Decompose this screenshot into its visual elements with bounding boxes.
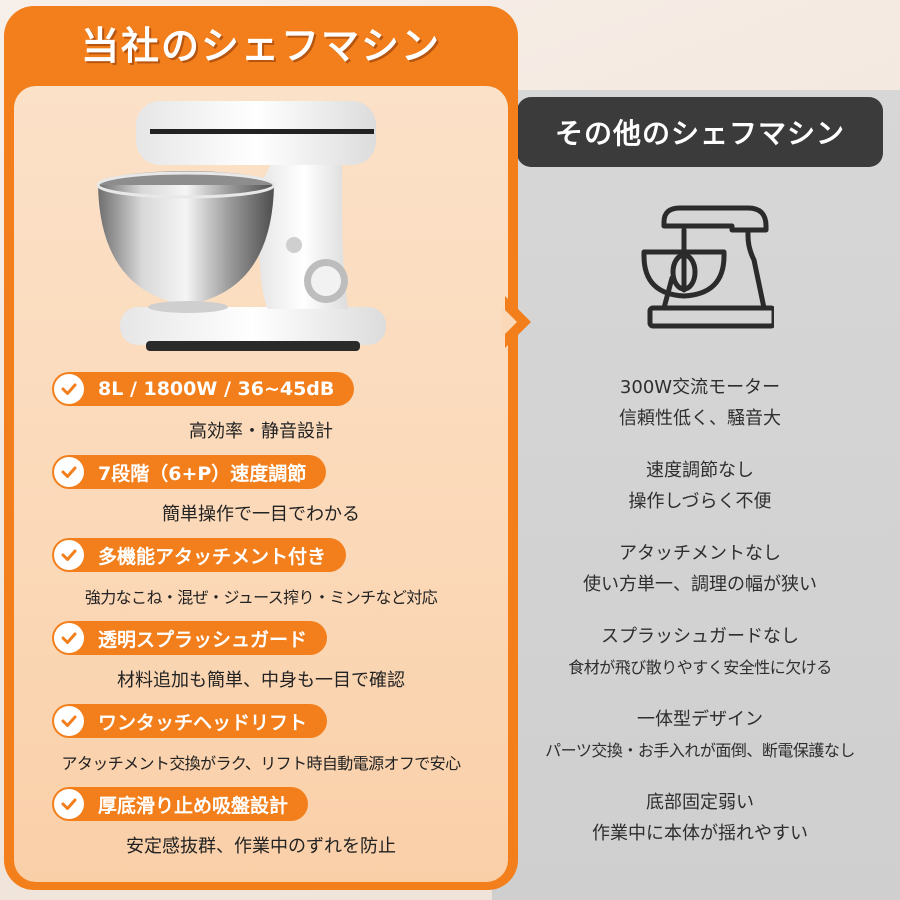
our-feature-list: 8L / 1800W / 36~45dB 高効率・静音設計 7段階（6+P）速度…	[4, 372, 518, 870]
stand-mixer-icon	[641, 205, 774, 329]
stand-mixer-product-image	[96, 101, 386, 351]
feature-desc: 簡単操作で一目でわかる	[162, 504, 360, 525]
feature-label: 8L / 1800W / 36~45dB	[98, 378, 335, 400]
comparison-arrow-inner	[502, 307, 517, 337]
other-item-desc: 食材が飛び散りやすく安全性に欠ける	[568, 658, 832, 677]
feature-badge: 7段階（6+P）速度調節	[52, 455, 327, 489]
other-item-title: 速度調節なし	[646, 460, 754, 481]
feature-label: 多機能アタッチメント付き	[98, 545, 327, 568]
other-item-desc: パーツ交換・お手入れが面倒、断電保護なし	[545, 741, 855, 760]
other-item-title: 300W交流モーター	[619, 377, 781, 398]
feature-desc: 安定感抜群、作業中のずれを防止	[126, 836, 396, 857]
feature-badge: 多機能アタッチメント付き	[52, 538, 347, 572]
other-item-desc: 操作しづらく不便	[628, 491, 772, 512]
feature-badge: 厚底滑り止め吸盤設計	[52, 787, 309, 821]
feature-desc: アタッチメント交換がラク、リフト時自動電源オフで安心	[61, 754, 462, 773]
other-item-attachment: アタッチメントなし 使い方単一、調理の幅が狭い	[512, 538, 888, 621]
other-item-desc: 信頼性低く、騒音大	[619, 408, 781, 429]
other-item-title: アタッチメントなし	[619, 543, 781, 564]
feature-item: 7段階（6+P）速度調節 簡単操作で一目でわかる	[4, 455, 518, 538]
other-item-title: 一体型デザイン	[637, 709, 763, 730]
feature-item: 透明スプラッシュガード 材料追加も簡単、中身も一目で確認	[4, 621, 518, 704]
other-item-desc: 使い方単一、調理の幅が狭い	[583, 574, 817, 595]
feature-badge: 透明スプラッシュガード	[52, 621, 328, 655]
feature-label: 7段階（6+P）速度調節	[98, 462, 307, 485]
other-machine-title: その他のシェフマシン	[517, 97, 883, 167]
check-icon	[54, 540, 84, 570]
feature-label: 厚底滑り止め吸盤設計	[98, 794, 289, 817]
our-machine-title: 当社のシェフマシン	[80, 24, 441, 68]
other-machine-list: 300W交流モーター 信頼性低く、騒音大 速度調節なし 操作しづらく不便 アタッ…	[512, 372, 888, 870]
feature-desc: 材料追加も簡単、中身も一目で確認	[117, 670, 405, 691]
feature-desc: 強力なこね・混ぜ・ジュース搾り・ミンチなど対応	[84, 588, 438, 607]
feature-item: ワンタッチヘッドリフト アタッチメント交換がラク、リフト時自動電源オフで安心	[4, 704, 518, 787]
other-item-title: スプラッシュガードなし	[601, 626, 799, 647]
feature-label: ワンタッチヘッドリフト	[98, 711, 308, 734]
feature-item: 厚底滑り止め吸盤設計 安定感抜群、作業中のずれを防止	[4, 787, 518, 870]
feature-badge: ワンタッチヘッドリフト	[52, 704, 328, 738]
other-item-speed: 速度調節なし 操作しづらく不便	[512, 455, 888, 538]
check-icon	[54, 457, 84, 487]
check-icon	[54, 374, 84, 404]
check-icon	[54, 623, 84, 653]
other-item-base: 底部固定弱い 作業中に本体が揺れやすい	[512, 787, 888, 870]
feature-item: 多機能アタッチメント付き 強力なこね・混ぜ・ジュース搾り・ミンチなど対応	[4, 538, 518, 621]
other-item-splash-guard: スプラッシュガードなし 食材が飛び散りやすく安全性に欠ける	[512, 621, 888, 704]
check-icon	[54, 789, 84, 819]
check-icon	[54, 706, 84, 736]
other-item-design: 一体型デザイン パーツ交換・お手入れが面倒、断電保護なし	[512, 704, 888, 787]
feature-label: 透明スプラッシュガード	[98, 628, 308, 651]
feature-badge: 8L / 1800W / 36~45dB	[52, 372, 355, 406]
other-item-title: 底部固定弱い	[646, 792, 754, 813]
feature-item: 8L / 1800W / 36~45dB 高効率・静音設計	[4, 372, 518, 455]
other-item-motor: 300W交流モーター 信頼性低く、騒音大	[512, 372, 888, 455]
feature-desc: 高効率・静音設計	[189, 421, 333, 442]
other-item-desc: 作業中に本体が揺れやすい	[592, 823, 808, 844]
